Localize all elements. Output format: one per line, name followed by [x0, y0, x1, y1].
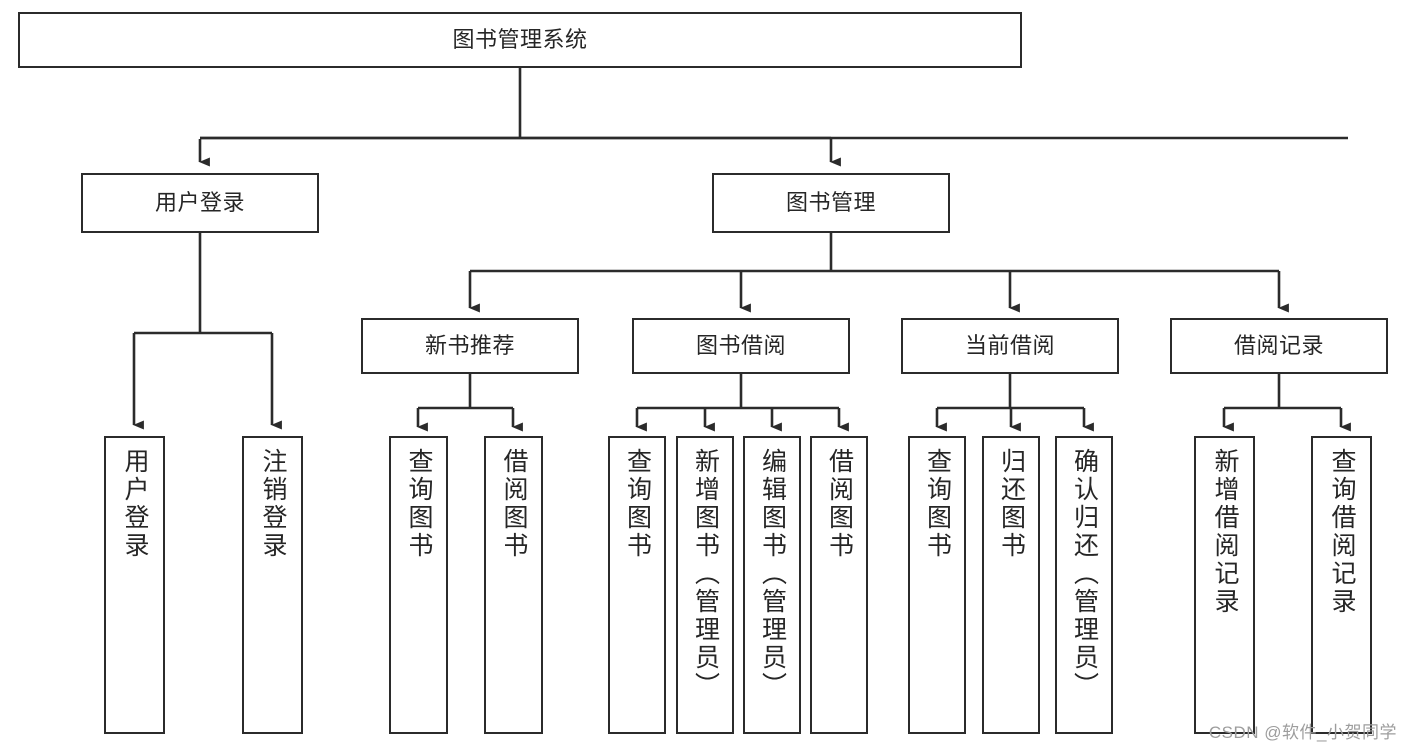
node-new-book-recommend[interactable]: 新书推荐: [361, 318, 579, 374]
leaf-add-borrow-record[interactable]: 新增借阅记录: [1194, 436, 1255, 734]
leaf-add-book-admin-label: 新增图书（管理员）: [691, 448, 720, 700]
leaf-confirm-return-admin[interactable]: 确认归还（管理员）: [1055, 436, 1113, 734]
leaf-query-book-current[interactable]: 查询图书: [908, 436, 966, 734]
leaf-borrow-book[interactable]: 借阅图书: [810, 436, 868, 734]
leaf-user-login-label: 用户登录: [121, 448, 149, 560]
leaf-query-book-newbook[interactable]: 查询图书: [389, 436, 448, 734]
leaf-query-borrow-record-label: 查询借阅记录: [1328, 448, 1356, 616]
leaf-add-borrow-record-label: 新增借阅记录: [1211, 448, 1239, 616]
leaf-confirm-return-admin-label: 确认归还（管理员）: [1070, 448, 1099, 700]
node-borrow-record[interactable]: 借阅记录: [1170, 318, 1388, 374]
leaf-logout[interactable]: 注销登录: [242, 436, 303, 734]
leaf-borrow-book-newbook[interactable]: 借阅图书: [484, 436, 543, 734]
node-root[interactable]: 图书管理系统: [18, 12, 1022, 68]
leaf-return-book-label: 归还图书: [997, 448, 1026, 560]
leaf-logout-label: 注销登录: [259, 448, 287, 560]
leaf-borrow-book-label: 借阅图书: [825, 448, 854, 560]
leaf-return-book[interactable]: 归还图书: [982, 436, 1040, 734]
leaf-query-book-borrow-label: 查询图书: [623, 448, 652, 560]
node-book-borrow[interactable]: 图书借阅: [632, 318, 850, 374]
leaf-query-book-current-label: 查询图书: [923, 448, 952, 560]
leaf-add-book-admin[interactable]: 新增图书（管理员）: [676, 436, 734, 734]
node-current-borrow[interactable]: 当前借阅: [901, 318, 1119, 374]
leaf-query-book-borrow[interactable]: 查询图书: [608, 436, 666, 734]
leaf-query-borrow-record[interactable]: 查询借阅记录: [1311, 436, 1372, 734]
leaf-user-login[interactable]: 用户登录: [104, 436, 165, 734]
node-new-book-recommend-label: 新书推荐: [424, 333, 515, 359]
leaf-edit-book-admin-label: 编辑图书（管理员）: [758, 448, 787, 700]
watermark: CSDN @软件_小贺同学: [1208, 723, 1397, 742]
node-root-label: 图书管理系统: [452, 27, 588, 53]
node-current-borrow-label: 当前借阅: [964, 333, 1055, 359]
node-borrow-record-label: 借阅记录: [1233, 333, 1324, 359]
leaf-borrow-book-newbook-label: 借阅图书: [500, 448, 528, 560]
node-book-manage-label: 图书管理: [785, 190, 876, 216]
node-user-login-label: 用户登录: [154, 190, 245, 216]
leaf-edit-book-admin[interactable]: 编辑图书（管理员）: [743, 436, 801, 734]
node-book-borrow-label: 图书借阅: [695, 333, 786, 359]
leaf-query-book-newbook-label: 查询图书: [405, 448, 433, 560]
node-user-login[interactable]: 用户登录: [81, 173, 319, 233]
node-book-manage[interactable]: 图书管理: [712, 173, 950, 233]
